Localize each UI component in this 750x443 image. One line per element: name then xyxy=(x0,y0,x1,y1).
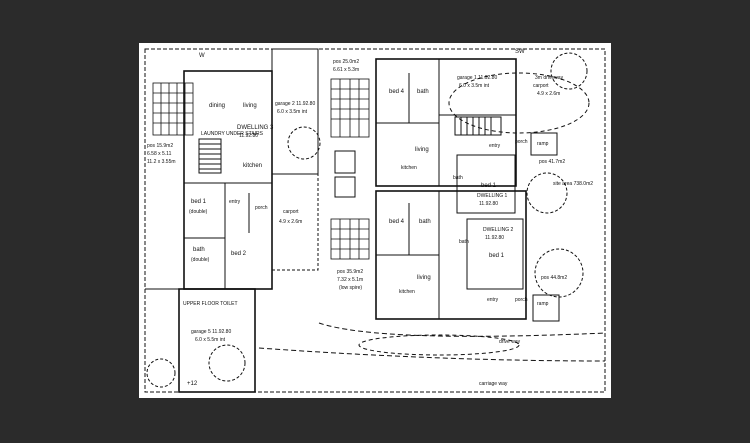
site-boundary xyxy=(144,48,606,393)
label-kitchen-top: kitchen xyxy=(401,165,417,171)
label-pos-mid-note: (low spire) xyxy=(339,285,362,291)
label-site-area: site area 738.0m2 xyxy=(553,181,593,187)
label-dwelling-3-rl: 11.92.80 xyxy=(239,133,258,139)
paving-grid-left xyxy=(152,82,194,136)
label-living-low: living xyxy=(417,275,431,281)
paving-grid-center xyxy=(330,78,370,260)
label-bed2-d3: bed 2 xyxy=(231,251,247,257)
label-pos-left-dim: 6.58 x 5.11 xyxy=(147,151,172,157)
label-pos-right: pos 41.7m2 xyxy=(539,159,565,165)
label-porch-d3: porch xyxy=(255,205,268,211)
label-bed4-low: bed 4 xyxy=(389,219,405,225)
label-bed1-d3: bed 1 xyxy=(191,199,207,205)
label-top-right-mark: SW xyxy=(515,49,525,55)
label-garage-2-dim: 6.0 x 3.5m int xyxy=(277,109,308,115)
label-drive-way: drive way xyxy=(499,339,521,345)
label-carriage-way: carriage way xyxy=(479,381,508,387)
label-dwelling-1: DWELLING 1 xyxy=(477,193,508,199)
label-top-left-mark: W xyxy=(199,53,205,59)
label-carport-right-dim: 4.9 x 2.6m xyxy=(537,91,560,97)
label-garage-5: garage 5 11.92.80 xyxy=(191,329,231,335)
label-living: living xyxy=(243,103,257,109)
dwelling-3-stair xyxy=(198,138,222,174)
label-laundry: LAUNDRY UNDER STAIRS xyxy=(201,131,264,137)
upper-right-stair xyxy=(454,116,502,136)
tree-2 xyxy=(550,52,588,90)
label-garage-2: garage 2 11.92.80 xyxy=(275,101,315,107)
label-bed4-top: bed 4 xyxy=(389,89,405,95)
label-bottom-left-mark: +12 xyxy=(187,381,198,387)
label-bed1-d1: bed 1 xyxy=(481,183,497,189)
dwelling-1-outline xyxy=(456,154,516,214)
label-living-top: living xyxy=(415,147,429,153)
label-bath-d3: bath xyxy=(193,247,205,253)
label-dining: dining xyxy=(209,103,225,109)
label-bath-d1: bath xyxy=(453,175,463,181)
carport-left-outline xyxy=(271,173,319,271)
label-pos-top-dim: 6.61 x 5.3m xyxy=(333,67,359,73)
site-plan-sheet: W SW dining living LAUNDRY UNDER STAIRS … xyxy=(139,43,611,398)
label-pos-lower-right: pos 44.8m2 xyxy=(541,275,567,281)
label-ramp-top: ramp xyxy=(537,141,549,147)
ramp-upper xyxy=(530,132,558,156)
label-carport-left: carport xyxy=(283,209,299,215)
label-ramp-low: ramp xyxy=(537,301,549,307)
dwelling-2-outline xyxy=(466,218,524,290)
label-bath-low: bath xyxy=(419,219,431,225)
label-kitchen-low: kitchen xyxy=(399,289,415,295)
label-dwelling-3: DWELLING 3 xyxy=(237,125,274,131)
label-garage-1: garage 1 11.92.80 xyxy=(457,75,497,81)
label-bath-d2: bath xyxy=(459,239,469,245)
label-garage-1-dim: 6.0 x 3.5m int xyxy=(459,83,490,89)
label-porch-low: porch xyxy=(515,297,528,303)
label-kitchen-d3: kitchen xyxy=(243,163,262,169)
tree-5 xyxy=(208,344,246,382)
tree-4 xyxy=(534,248,584,298)
label-dwelling-1-rl: 11.92.80 xyxy=(479,201,498,207)
label-dwelling-2-rl: 11.92.80 xyxy=(485,235,504,241)
label-porch-top: porch xyxy=(515,139,528,145)
label-bath-top: bath xyxy=(417,89,429,95)
tree-6 xyxy=(146,358,176,388)
label-pos-left: pos 15.9m2 xyxy=(147,143,173,149)
label-dwelling-2: DWELLING 2 xyxy=(483,227,514,233)
label-pos-mid: pos 35.9m2 xyxy=(337,269,363,275)
label-entry-d3: entry xyxy=(229,199,241,205)
label-carport-left-dim: 4.9 x 2.6m xyxy=(279,219,302,225)
tree-1 xyxy=(287,126,321,160)
site-plan-drawing: W SW dining living LAUNDRY UNDER STAIRS … xyxy=(144,48,606,393)
label-garage-5-dim: 6.0 x 5.5m int xyxy=(195,337,226,343)
label-carport-right: carport xyxy=(533,83,549,89)
label-entry-top: entry xyxy=(489,143,501,149)
driveway-curve xyxy=(318,322,606,337)
label-bed1-d3b: (double) xyxy=(189,209,208,215)
label-bath-d3b: (double) xyxy=(191,257,210,263)
label-pos-mid-dim: 7.32 x 5.1m xyxy=(337,277,363,283)
label-entry-low: entry xyxy=(487,297,499,303)
ramp-lower xyxy=(532,294,560,322)
label-driveway: 3m driveway xyxy=(535,75,564,81)
label-bed1-d2: bed 1 xyxy=(489,253,505,259)
label-pos-top: pos 25.0m2 xyxy=(333,59,359,65)
tree-3 xyxy=(526,172,568,214)
label-garage-5-note: UPPER FLOOR TOILET xyxy=(183,301,238,307)
label-pos-left-dim2: 11.2 x 3.55m xyxy=(147,159,176,165)
